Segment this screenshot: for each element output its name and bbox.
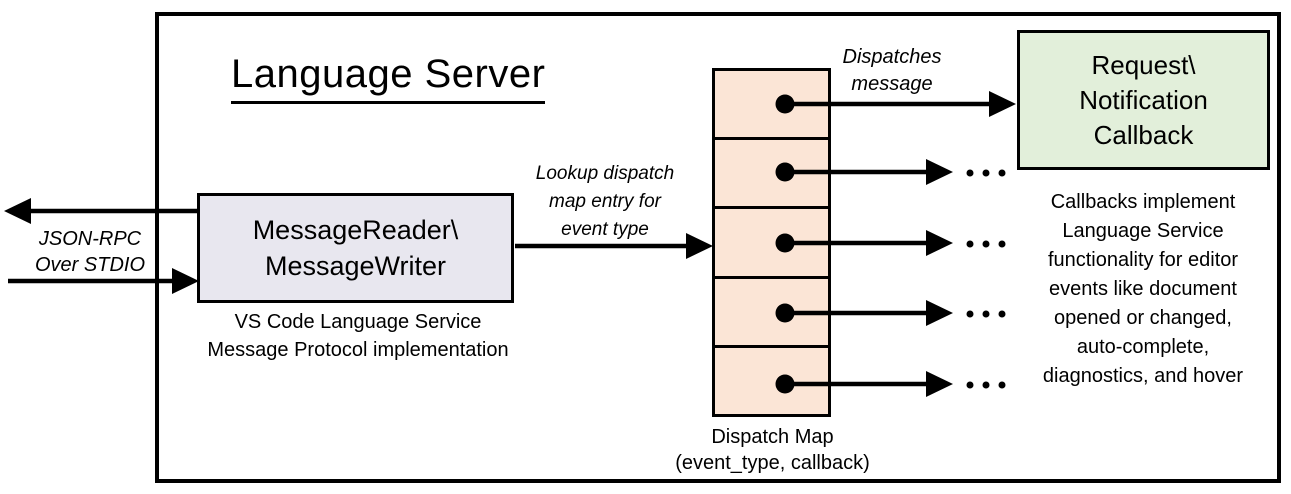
dispatch-map-label-line2: (event_type, callback) — [675, 452, 870, 474]
json-rpc-label-line2: Over STDIO — [34, 254, 145, 276]
dispatch-map-label: Dispatch Map (event_type, callback) — [650, 424, 895, 476]
message-box-line1: MessageReader\ — [252, 215, 459, 245]
diagram-title-text: Language Server — [231, 52, 546, 104]
dispatches-label-line2: message — [851, 73, 933, 95]
message-reader-writer-box: MessageReader\ MessageWriter — [197, 193, 514, 303]
message-box-caption-line2: Message Protocol implementation — [207, 339, 509, 361]
lookup-label-line2: map entry for — [549, 191, 661, 212]
callback-box-line2: Notification — [1079, 84, 1208, 115]
callbacks-description-line2: Language Service — [1062, 220, 1224, 242]
callbacks-description-line1: Callbacks implement — [1050, 191, 1236, 213]
lookup-label-line1: Lookup dispatch — [535, 163, 675, 184]
dispatch-map — [712, 68, 831, 417]
callback-box-line3: Callback — [1093, 119, 1194, 150]
dispatch-map-cell-2 — [715, 140, 828, 210]
callbacks-description-line4: events like document — [1049, 278, 1237, 300]
callbacks-description: Callbacks implement Language Service fun… — [1022, 188, 1264, 391]
json-rpc-stdio-label: JSON-RPC Over STDIO — [28, 226, 152, 278]
dispatches-message-label: Dispatches message — [820, 44, 964, 98]
dispatch-map-cell-4 — [715, 279, 828, 348]
message-box-line2: MessageWriter — [264, 251, 447, 281]
callbacks-description-line7: diagnostics, and hover — [1042, 365, 1244, 387]
message-box-caption-line1: VS Code Language Service — [234, 311, 482, 333]
dispatch-map-cell-3 — [715, 209, 828, 279]
dispatch-map-label-line1: Dispatch Map — [711, 426, 834, 448]
callbacks-description-line5: opened or changed, — [1054, 307, 1232, 329]
message-box-caption: VS Code Language Service Message Protoco… — [172, 308, 544, 364]
callbacks-description-line3: functionality for editor — [1047, 249, 1239, 271]
language-server-container-box — [155, 12, 1281, 483]
callbacks-description-line6: auto-complete, — [1076, 336, 1210, 358]
request-notification-callback-box: Request\ Notification Callback — [1017, 30, 1270, 170]
lookup-dispatch-label: Lookup dispatch map entry for event type — [513, 160, 697, 244]
dispatch-map-cell-5 — [715, 348, 828, 414]
json-rpc-label-line1: JSON-RPC — [38, 228, 142, 250]
dispatches-label-line1: Dispatches — [842, 46, 942, 68]
lookup-label-line3: event type — [561, 219, 649, 240]
diagram-title: Language Server — [231, 52, 546, 104]
callback-box-line1: Request\ — [1091, 49, 1196, 80]
dispatch-map-cell-1 — [715, 71, 828, 141]
